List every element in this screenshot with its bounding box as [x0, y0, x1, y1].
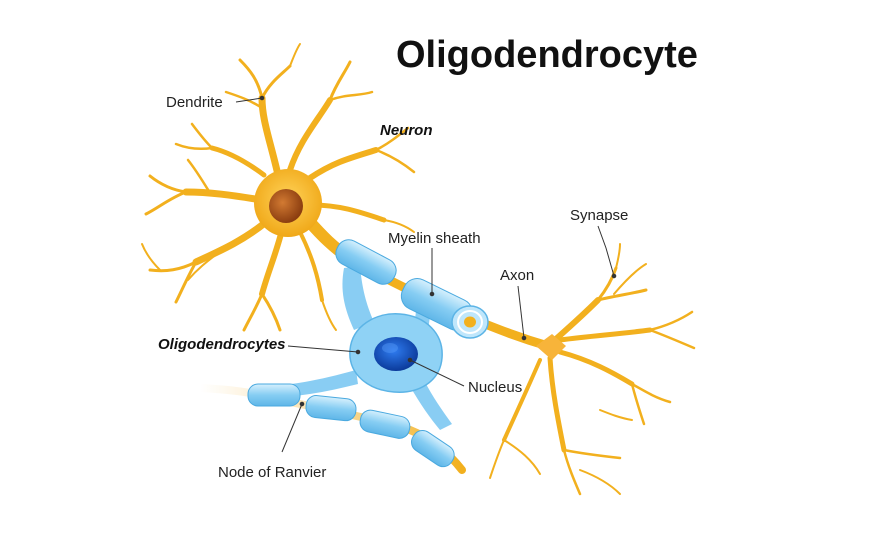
myelin-sheath-segment	[335, 239, 397, 285]
myelin-sheath-segment	[247, 383, 301, 407]
myelin-sheaths-upper	[335, 239, 489, 339]
myelin-sheath-segment	[359, 409, 411, 439]
label-nucleus: Nucleus	[468, 379, 523, 396]
label-neuron: Neuron	[380, 122, 433, 139]
label-synapse: Synapse	[570, 207, 629, 224]
label-myelin-sheath: Myelin sheath	[388, 230, 481, 247]
leader-synapse	[597, 225, 615, 277]
label-dendrite: Dendrite	[166, 94, 223, 111]
synapse-junction	[536, 334, 566, 360]
label-node-of-ranvier: Node of Ranvier	[218, 464, 327, 481]
label-oligodendrocytes: Oligodendrocytes	[158, 336, 286, 353]
myelin-sheath-segment	[305, 395, 357, 422]
leader-nucleus	[409, 359, 465, 387]
myelin-cross-section	[451, 305, 489, 339]
diagram-title: Oligodendrocyte	[396, 34, 698, 76]
myelin-sheaths-lower	[247, 383, 455, 468]
leader-axon	[517, 285, 525, 339]
leader-dendrite	[235, 97, 263, 103]
oligo-nucleus	[374, 337, 418, 371]
oligodendrocyte	[262, 266, 452, 430]
leader-node-of-ranvier	[281, 403, 303, 453]
oligo-process-lower	[410, 380, 452, 430]
neuron-nucleus	[269, 189, 303, 223]
oligo-process-upper-left	[342, 266, 374, 330]
leader-lines	[235, 95, 617, 453]
label-axon: Axon	[500, 267, 535, 284]
axon-terminal	[489, 243, 696, 496]
myelin-sheath-segment	[410, 429, 455, 468]
leader-oligodendrocytes	[287, 345, 359, 353]
